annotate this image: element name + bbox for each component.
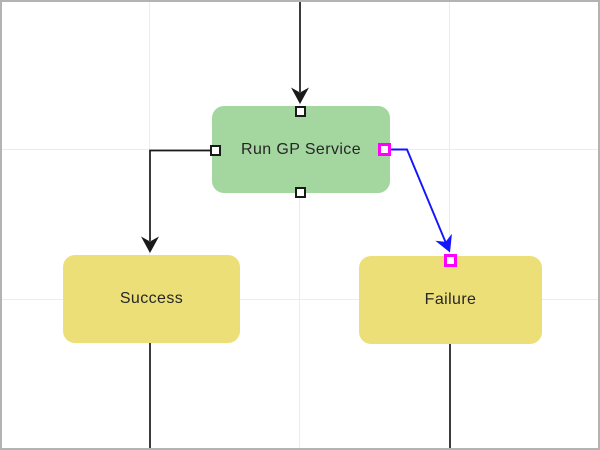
port-process-bottom[interactable] — [295, 187, 306, 198]
port-process-right-selected[interactable] — [378, 143, 391, 156]
connector-line[interactable] — [391, 148, 447, 243]
node-label: Run GP Service — [240, 140, 362, 158]
node-run-gp-service[interactable]: Run GP Service — [212, 106, 390, 193]
port-process-left[interactable] — [210, 145, 221, 156]
connector-line[interactable] — [149, 149, 210, 242]
node-label: Success — [119, 290, 184, 307]
connector-start-to-process[interactable] — [291, 2, 309, 104]
connector-process-to-failure-selected[interactable] — [391, 148, 458, 256]
node-label: Failure — [424, 291, 477, 308]
arrowhead[interactable] — [291, 87, 309, 105]
port-failure-top-selected[interactable] — [444, 254, 457, 267]
arrowhead[interactable] — [435, 233, 458, 256]
node-success[interactable]: Success — [63, 255, 240, 343]
connector-process-to-success[interactable] — [141, 149, 210, 254]
node-failure[interactable]: Failure — [359, 256, 542, 344]
port-process-top[interactable] — [295, 106, 306, 117]
arrowhead[interactable] — [141, 236, 159, 254]
